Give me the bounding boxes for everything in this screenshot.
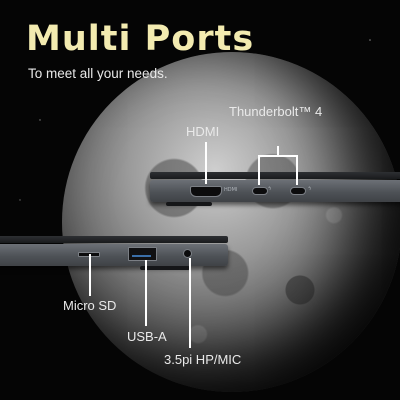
hdmi-label: HDMI	[186, 124, 220, 139]
micro-sd-leader-line	[89, 254, 91, 296]
moon-image	[62, 52, 400, 392]
thunderbolt-leader-right	[296, 155, 298, 185]
usb-a-port-tongue	[132, 255, 151, 257]
hdmi-port	[190, 186, 222, 197]
usb-a-leader-line	[145, 260, 147, 326]
thunderbolt-leader-stem	[277, 146, 279, 156]
lightning-icon: ϟ	[308, 186, 312, 192]
usb-a-port	[128, 247, 157, 261]
audio-leader-line	[189, 258, 191, 348]
laptop-side-left	[0, 232, 228, 272]
audio-label: 3.5pi HP/MIC	[164, 352, 242, 367]
laptop-foot	[140, 266, 190, 270]
thunderbolt-label: Thunderbolt™ 4	[229, 104, 323, 119]
lightning-icon: ϟ	[268, 186, 272, 192]
laptop-lid	[0, 236, 228, 243]
page-subtitle: To meet all your needs.	[28, 66, 168, 81]
thunderbolt-leader-bar	[258, 155, 297, 157]
laptop-lid	[150, 172, 400, 179]
hdmi-port-mark: HDMI	[224, 187, 238, 193]
hdmi-leader-line	[205, 142, 207, 184]
micro-sd-label: Micro SD	[63, 298, 117, 313]
thunderbolt-port-2	[290, 187, 306, 195]
thunderbolt-leader-left	[258, 155, 260, 185]
laptop-foot	[166, 202, 212, 206]
thunderbolt-port-1	[252, 187, 268, 195]
laptop-chassis	[0, 244, 228, 266]
laptop-side-right: HDMI ϟ ϟ	[150, 168, 400, 208]
audio-jack	[183, 249, 192, 258]
page-title: Multi Ports	[26, 19, 255, 59]
usb-a-label: USB-A	[127, 329, 167, 344]
laptop-chassis	[150, 180, 400, 202]
